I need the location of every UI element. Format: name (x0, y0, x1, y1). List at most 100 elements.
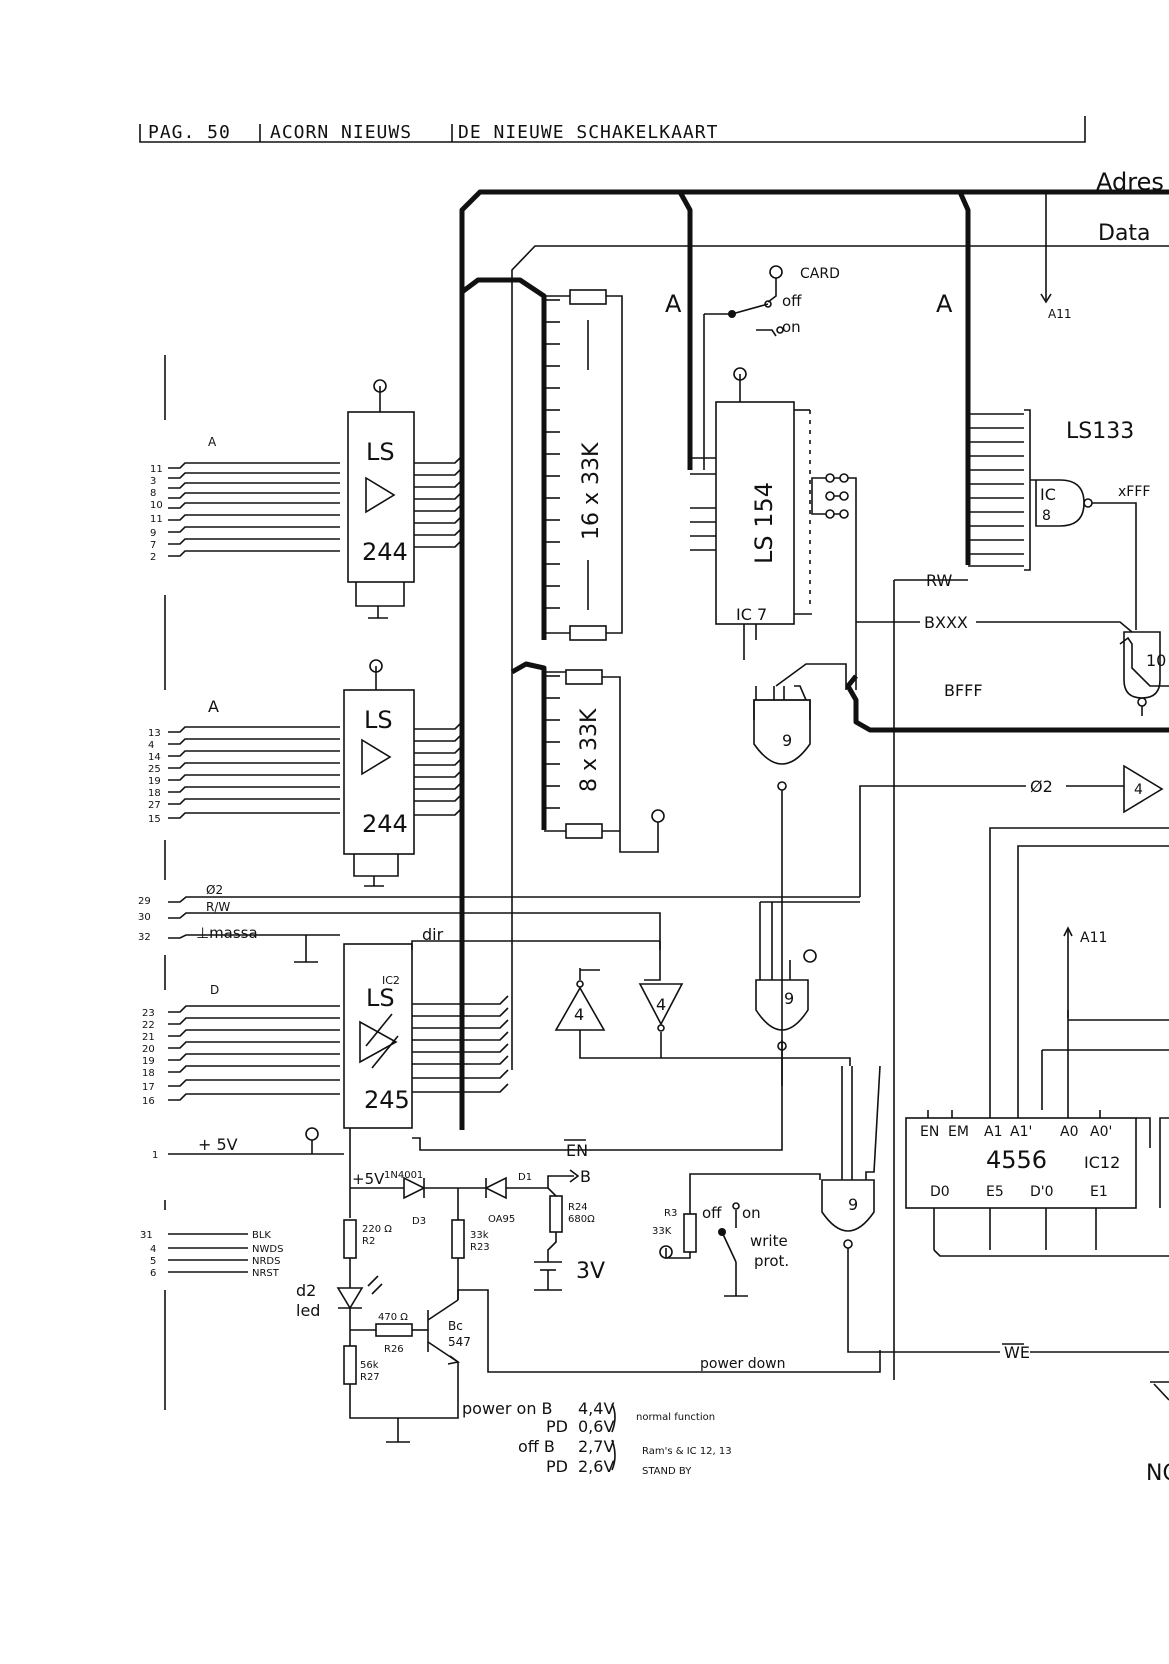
ls154-name: LS 154 (750, 482, 778, 564)
ls154-decoder: LS 154 IC 7 (690, 367, 812, 660)
ls245-outputs (412, 995, 509, 1093)
transistor-number: 547 (448, 1335, 471, 1349)
pin-label: 15 (148, 814, 161, 825)
page-header: PAG. 50 ACORN NIEUWS DE NIEUWE SCHAKELKA… (139, 116, 1086, 143)
pin-label: EN (920, 1124, 939, 1140)
pin-label: 5 (150, 1256, 156, 1267)
led-label: led (296, 1301, 320, 1320)
ls244-bottom-inputs: A 13 4 14 25 19 18 27 15 (148, 697, 340, 825)
address-tap-left: A (665, 290, 682, 318)
pin-label: 18 (142, 1068, 155, 1079)
ram-4556-name: 4556 (986, 1146, 1047, 1174)
power-on-note: power on B (462, 1399, 553, 1418)
dir-logic: 4 4 (554, 941, 851, 1066)
pin-label: 19 (148, 776, 161, 787)
pin-label: 18 (148, 788, 161, 799)
ls245-tag: IC2 (382, 974, 400, 987)
buffer-4-label: 4 (1134, 782, 1143, 798)
right-edge-fragments: NO (1146, 1381, 1169, 1486)
pin-label: EM (948, 1124, 969, 1140)
nand-9b-label: 9 (784, 989, 794, 1008)
ls245-line1: LS (366, 984, 395, 1012)
ls245-transceiver: IC2 LS 245 dir (343, 925, 660, 1129)
pin-label: A1' (1010, 1124, 1032, 1140)
write-protect-switch[interactable]: R3 33K off on write prot. (652, 1173, 821, 1297)
battery-label: 3V (576, 1259, 605, 1284)
r26-value: 470 Ω (378, 1312, 408, 1323)
pin-label: 27 (148, 800, 161, 811)
power-down-circuit: +5V 1N4001 D3 B D1 OA95 R24 680Ω 3V 33k … (296, 1128, 881, 1443)
r27-label: R27 (360, 1372, 380, 1383)
pin-label: E5 (986, 1184, 1004, 1200)
pin-label: 9 (150, 528, 156, 539)
pin-label: 31 (140, 1230, 153, 1241)
card-off-label: off (782, 292, 802, 310)
pin-label: D'0 (1030, 1184, 1054, 1200)
article-title: DE NIEUWE SCHAKELKAART (458, 122, 718, 143)
r3-label: R3 (664, 1208, 677, 1219)
resnet-bus-top (460, 277, 547, 640)
address-bus-label: Adres (1096, 168, 1164, 196)
phi2-left-label: Ø2 (206, 883, 223, 897)
resnet-bus-bottom (510, 661, 547, 830)
ram-feed-lines: A11 (989, 827, 1169, 1110)
pin-label: 17 (142, 1082, 155, 1093)
write-prot-label-1: write (750, 1232, 788, 1250)
r23-value: 33k (470, 1230, 489, 1241)
nand-10-label: 10 (1146, 651, 1166, 670)
ls133-number: 8 (1042, 508, 1051, 524)
pin-label: A1 (984, 1124, 1002, 1140)
page-number: PAG. 50 (148, 122, 231, 143)
pin-label: D0 (930, 1184, 950, 1200)
ls154-tag: IC 7 (736, 605, 767, 624)
decode-signals: RW BXXX 10 BFFF (845, 571, 1169, 1380)
ls244-top-outputs (414, 455, 463, 548)
b-label: B (580, 1167, 591, 1186)
resnet-16x33k: 16 x 33K (544, 289, 623, 641)
a11-mid-label: A11 (1080, 930, 1107, 946)
ls133-ic-label: IC (1040, 485, 1056, 504)
d-group-label: D (210, 983, 219, 997)
nand-9-bottom: 9 WE (821, 1065, 1169, 1362)
d3-label: D3 (412, 1216, 426, 1227)
power-on-pd-voltage: 0,6V (578, 1417, 614, 1436)
pin-label: 20 (142, 1044, 155, 1055)
card-switch[interactable]: CARD off on (703, 265, 840, 470)
dir-label: dir (422, 925, 444, 944)
pin-label: 7 (150, 540, 156, 551)
ram-4556-tag: IC12 (1084, 1153, 1120, 1172)
resnet-8x33k: 8 x 33K (544, 669, 665, 853)
control-lines: 29 30 32 Ø2 R/W ⊥massa (138, 883, 860, 963)
ic12-4556: EN EM A1 A1' A0 A0' 4556 IC12 D0 E5 D'0 … (905, 1110, 1169, 1257)
pin-label: 4 (148, 740, 154, 751)
power-down-label: power down (700, 1356, 786, 1372)
ls244-top-inputs: A 11 3 8 10 11 9 7 2 (150, 435, 340, 563)
ls244-top-line2: 244 (362, 538, 408, 566)
pd-label-1: PD (546, 1417, 568, 1436)
pin-label: 19 (142, 1056, 155, 1067)
we-label: WE (1004, 1343, 1030, 1362)
pd-label-2: PD (546, 1457, 568, 1476)
d3-type-label: 1N4001 (384, 1170, 423, 1181)
misc-pins: 31 4 5 6 BLK NWDS NRDS NRST (140, 1230, 283, 1279)
card-label: CARD (800, 266, 840, 282)
r24-label: R24 (568, 1202, 588, 1213)
inverter-4b-label: 4 (574, 1005, 584, 1024)
ls244-bottom-line1: LS (364, 706, 393, 734)
cut-off-label: NO (1146, 1461, 1169, 1486)
pin-label: 21 (142, 1032, 155, 1043)
r2-label: R2 (362, 1236, 375, 1247)
d1-type-label: OA95 (488, 1214, 515, 1225)
wp-off-label: off (702, 1204, 722, 1222)
pin-label: 10 (150, 500, 163, 511)
pin-label: 30 (138, 912, 151, 923)
standby-note-1: Ram's & IC 12, 13 (642, 1446, 732, 1457)
a11-top-label: A11 (1048, 307, 1071, 321)
power-input: 1 + 5V (152, 1127, 344, 1161)
ls244-bottom: LS 244 (343, 659, 415, 887)
plus5v-diode-label: +5V (352, 1170, 385, 1188)
pin-label: NRST (252, 1268, 280, 1279)
pin-label: NRDS (252, 1256, 280, 1267)
pin-label: 11 (150, 514, 163, 525)
